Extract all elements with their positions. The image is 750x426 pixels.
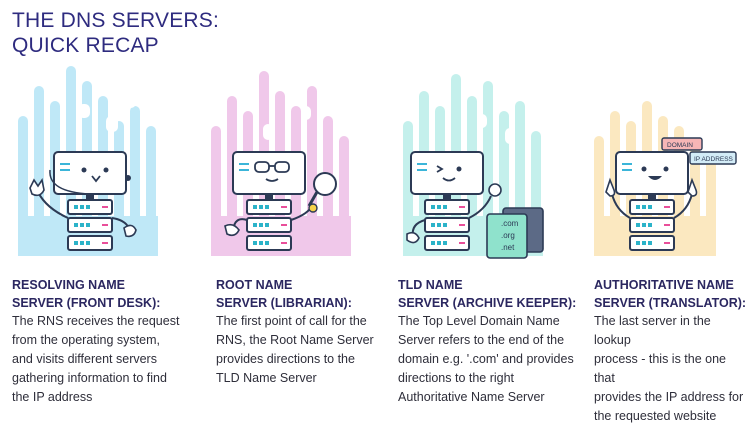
title-line-1: THE DNS SERVERS: xyxy=(12,9,220,32)
doc-label-com: .com xyxy=(501,219,519,228)
robot-server xyxy=(224,151,337,251)
card-root-name-line-2: SERVER (LIBRARIAN): xyxy=(216,296,352,310)
card-root-desc: The first point of call for the RNS, the… xyxy=(216,312,374,388)
card-resolving-name: RESOLVING NAME SERVER (FRONT DESK): xyxy=(12,276,160,312)
tld-server-illustration: .com .org .net xyxy=(403,74,544,259)
speech-bubbles: DOMAIN IP ADDRESS xyxy=(661,137,737,165)
card-root-desc-line: RNS, the Root Name Server xyxy=(216,333,374,347)
card-authoritative-desc-line: provides the IP address for xyxy=(594,390,744,404)
card-resolving-desc: The RNS receives the request from the op… xyxy=(12,312,179,407)
card-root-name: ROOT NAME SERVER (LIBRARIAN): xyxy=(216,276,352,312)
bubble-domain: DOMAIN xyxy=(667,142,693,149)
card-resolving-desc-line: the IP address xyxy=(12,390,93,404)
card-authoritative-desc: The last server in the lookup process - … xyxy=(594,312,750,426)
card-authoritative: DOMAIN IP ADDRESS xyxy=(578,66,748,266)
card-root-desc-line: provides directions to the xyxy=(216,352,355,366)
doc-label-org: .org xyxy=(501,231,515,240)
card-resolving-name-line-1: RESOLVING NAME xyxy=(12,278,125,292)
card-root-name-line-1: ROOT NAME xyxy=(216,278,293,292)
card-tld: .com .org .net xyxy=(397,66,567,266)
page-title: THE DNS SERVERS: QUICK RECAP xyxy=(12,8,219,58)
robot-server xyxy=(29,151,137,251)
bubble-ip-address: IP ADDRESS xyxy=(694,156,734,163)
card-tld-name: TLD NAME SERVER (ARCHIVE KEEPER): xyxy=(398,276,576,312)
card-tld-desc-line: directions to the right xyxy=(398,371,515,385)
authoritative-server-illustration: DOMAIN IP ADDRESS xyxy=(594,101,737,256)
card-authoritative-name-line-1: AUTHORITATIVE NAME xyxy=(594,278,734,292)
card-tld-name-line-2: SERVER (ARCHIVE KEEPER): xyxy=(398,296,577,310)
card-resolving-name-line-2: SERVER (FRONT DESK): xyxy=(12,296,161,310)
card-authoritative-desc-line: the requested website xyxy=(594,409,717,423)
card-resolving-desc-line: gathering information to find xyxy=(12,371,167,385)
card-resolving-desc-line: from the operating system, xyxy=(12,333,160,347)
card-tld-desc-line: domain e.g. '.com' and provides xyxy=(398,352,574,366)
card-tld-desc-line: Authoritative Name Server xyxy=(398,390,545,404)
card-authoritative-desc-line: process - this is the one that xyxy=(594,352,727,385)
card-root-desc-line: The first point of call for the xyxy=(216,314,367,328)
card-resolving xyxy=(10,66,180,266)
card-root-desc-line: TLD Name Server xyxy=(216,371,317,385)
card-tld-desc-line: The Top Level Domain Name xyxy=(398,314,560,328)
card-resolving-desc-line: and visits different servers xyxy=(12,352,157,366)
card-tld-name-line-1: TLD NAME xyxy=(398,278,463,292)
card-authoritative-desc-line: The last server in the lookup xyxy=(594,314,711,347)
doc-label-net: .net xyxy=(501,243,515,252)
robot-server: .com .org .net xyxy=(406,151,544,259)
card-resolving-desc-line: The RNS receives the request xyxy=(12,314,180,328)
card-tld-desc-line: Server refers to the end of the xyxy=(398,333,565,347)
card-authoritative-name-line-2: SERVER (TRANSLATOR): xyxy=(594,296,747,310)
card-tld-desc: The Top Level Domain Name Server refers … xyxy=(398,312,574,407)
resolving-server-illustration xyxy=(18,66,158,256)
title-line-2: QUICK RECAP xyxy=(12,34,159,57)
card-root xyxy=(203,66,373,266)
card-authoritative-name: AUTHORITATIVE NAME SERVER (TRANSLATOR): xyxy=(594,276,746,312)
root-server-illustration xyxy=(211,71,351,256)
robot-server xyxy=(605,151,698,251)
